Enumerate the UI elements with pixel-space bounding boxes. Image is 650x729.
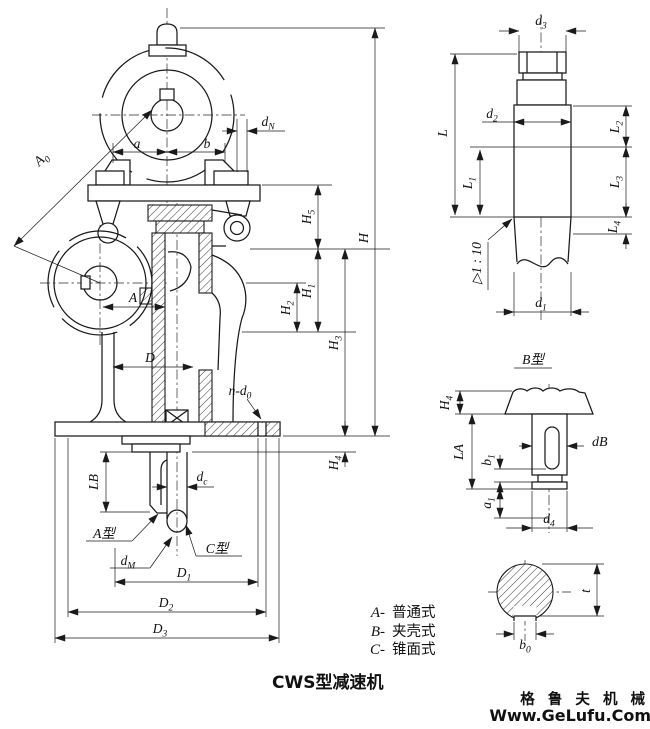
legend-label-b: 夹壳式 — [392, 623, 436, 640]
dim-label-A: A — [128, 290, 138, 305]
dim-label-b0: b0 — [519, 637, 531, 656]
cone-tip — [166, 509, 188, 533]
dim-label-d3: d3 — [535, 13, 547, 32]
dim-label-h5: H5 — [299, 210, 318, 226]
key-slot — [159, 88, 175, 101]
legend-label-a: 普通式 — [392, 604, 436, 621]
shaft-detail-view: d3 d2 L L1 L2 L3 L4 ▷1 : 10 d1 B型 — [436, 13, 632, 369]
dim-label-L1: L1 — [460, 177, 479, 190]
knob-cap — [504, 387, 594, 415]
dim-label-d2: d2 — [486, 106, 498, 125]
dim-label-t: t — [578, 588, 593, 593]
dimension-lines — [13, 27, 379, 642]
dim-label-d2-flange: D2 — [158, 595, 174, 614]
dim-label-d1: d1 — [535, 295, 547, 314]
b-type-labels: H4 LA b1 a1 dB d4 — [437, 396, 608, 530]
dim-label-d4: d4 — [543, 511, 555, 530]
legend-key-c: C- — [370, 642, 385, 658]
extension-lines — [13, 27, 390, 643]
eye-bolt — [223, 214, 251, 242]
legend-item-b: B- 夹壳式 — [371, 623, 436, 640]
legend-key-a: A- — [370, 605, 385, 621]
shaft-view-labels: d3 d2 L L1 L2 L3 L4 ▷1 : 10 d1 B型 — [436, 13, 626, 367]
wheel-key-slot — [80, 275, 91, 290]
dim-label-n-d0: n-d0 — [229, 383, 252, 402]
legend-item-c: C- 锥面式 — [370, 641, 436, 658]
motor-base-plate — [87, 184, 261, 202]
output-shaft — [149, 452, 188, 533]
dim-label-a: a — [134, 136, 141, 151]
dim-label-db: dB — [592, 435, 608, 450]
label-taper-ratio: ▷1 : 10 — [469, 242, 484, 285]
worm-section — [167, 251, 192, 292]
dim-label-L: L — [436, 129, 451, 138]
centerlines — [40, 8, 245, 556]
label-type-b: B型 — [522, 352, 545, 367]
base-flange — [54, 421, 281, 453]
shaft-sleeve — [149, 452, 167, 514]
dim-label-D: D — [144, 350, 155, 365]
watermark-brand: 格 鲁 夫 机 械 — [520, 690, 649, 708]
dim-label-d1-flange: D1 — [176, 565, 192, 584]
dim-label-h4-main: H4 — [326, 456, 345, 472]
dim-label-L2: L2 — [607, 121, 626, 135]
dim-label-h: H — [357, 232, 372, 244]
dim-label-h3: H3 — [326, 336, 345, 352]
dim-label-h4-btype: H4 — [437, 396, 456, 412]
label-type-c: C型 — [206, 541, 230, 556]
dim-label-dm: dM — [121, 553, 137, 572]
watermark-url[interactable]: Www.GeLufu.Com — [489, 706, 650, 725]
main-view: A0 a b dN A D n-d0 H5 H1 H2 H3 H H4 LB d… — [13, 8, 390, 643]
legend-label-c: 锥面式 — [392, 641, 436, 658]
dim-label-h2: H2 — [278, 301, 297, 317]
b-type-view: H4 LA b1 a1 dB d4 — [437, 384, 608, 533]
dim-label-lb: LB — [86, 474, 101, 491]
dim-label-L4: L4 — [605, 221, 624, 235]
drawing-title: CWS型减速机 — [272, 672, 383, 693]
dim-label-dn: dN — [261, 114, 275, 133]
dim-label-a0: A0 — [31, 149, 54, 172]
break-line — [516, 257, 569, 268]
legend-item-a: A- 普通式 — [370, 604, 436, 621]
b-type-dimension-lines — [456, 390, 593, 532]
dim-label-L3: L3 — [607, 176, 626, 190]
dim-label-a1: a1 — [479, 497, 498, 509]
legend: A- 普通式 B- 夹壳式 C- 锥面式 — [370, 604, 436, 658]
dim-label-dc: dc — [197, 469, 209, 488]
main-view-labels: A0 a b dN A D n-d0 H5 H1 H2 H3 H H4 LB d… — [31, 114, 372, 640]
shaft-dimension-lines — [451, 27, 630, 316]
section-dimension-lines — [496, 563, 601, 638]
cross-section-view: t b0 — [488, 560, 604, 656]
shaft-extension-lines — [450, 35, 632, 316]
watermark: 格 鲁 夫 机 械 Www.GeLufu.Com — [489, 690, 650, 725]
label-type-a: A型 — [92, 526, 116, 541]
dim-label-h1: H1 — [299, 284, 318, 300]
dim-label-b1: b1 — [479, 454, 498, 466]
housing-section — [95, 200, 251, 437]
clamp-slot — [544, 426, 560, 470]
dim-label-b: b — [204, 136, 211, 151]
dim-label-la: LA — [451, 443, 466, 461]
motor-front — [87, 23, 261, 202]
support-column — [89, 332, 103, 423]
legend-key-b: B- — [371, 624, 385, 640]
dim-label-d3-flange: D3 — [152, 621, 168, 640]
